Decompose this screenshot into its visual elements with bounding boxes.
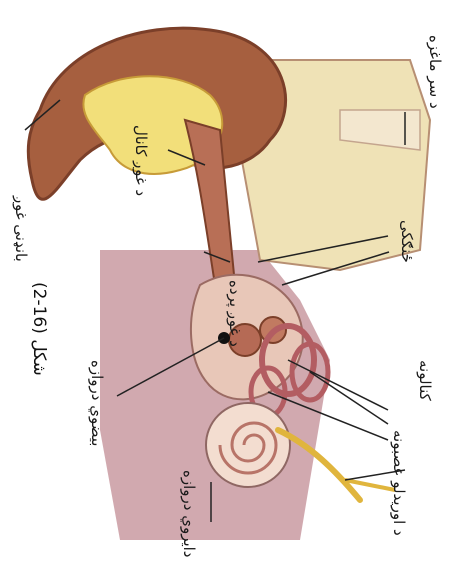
label-outer-ear: بانډنی غوږ [12, 195, 30, 262]
label-eardrum: د غوږ پرده [225, 280, 244, 347]
label-mastoid: د سر ماغزه [426, 35, 444, 109]
label-auditory-nerve: د اوریدلو عصبونه [390, 430, 408, 536]
label-ossicles: ځنګکی [398, 220, 416, 263]
label-ear-canal: د غوږ کانال [132, 125, 150, 196]
figure-caption: (2-16) شکل [29, 282, 49, 376]
label-oval-window: بیضوي دروازه [87, 360, 106, 446]
label-round-window: دایروي دروازه [179, 470, 198, 558]
label-semicircular-canals: کنالونه [416, 360, 434, 402]
